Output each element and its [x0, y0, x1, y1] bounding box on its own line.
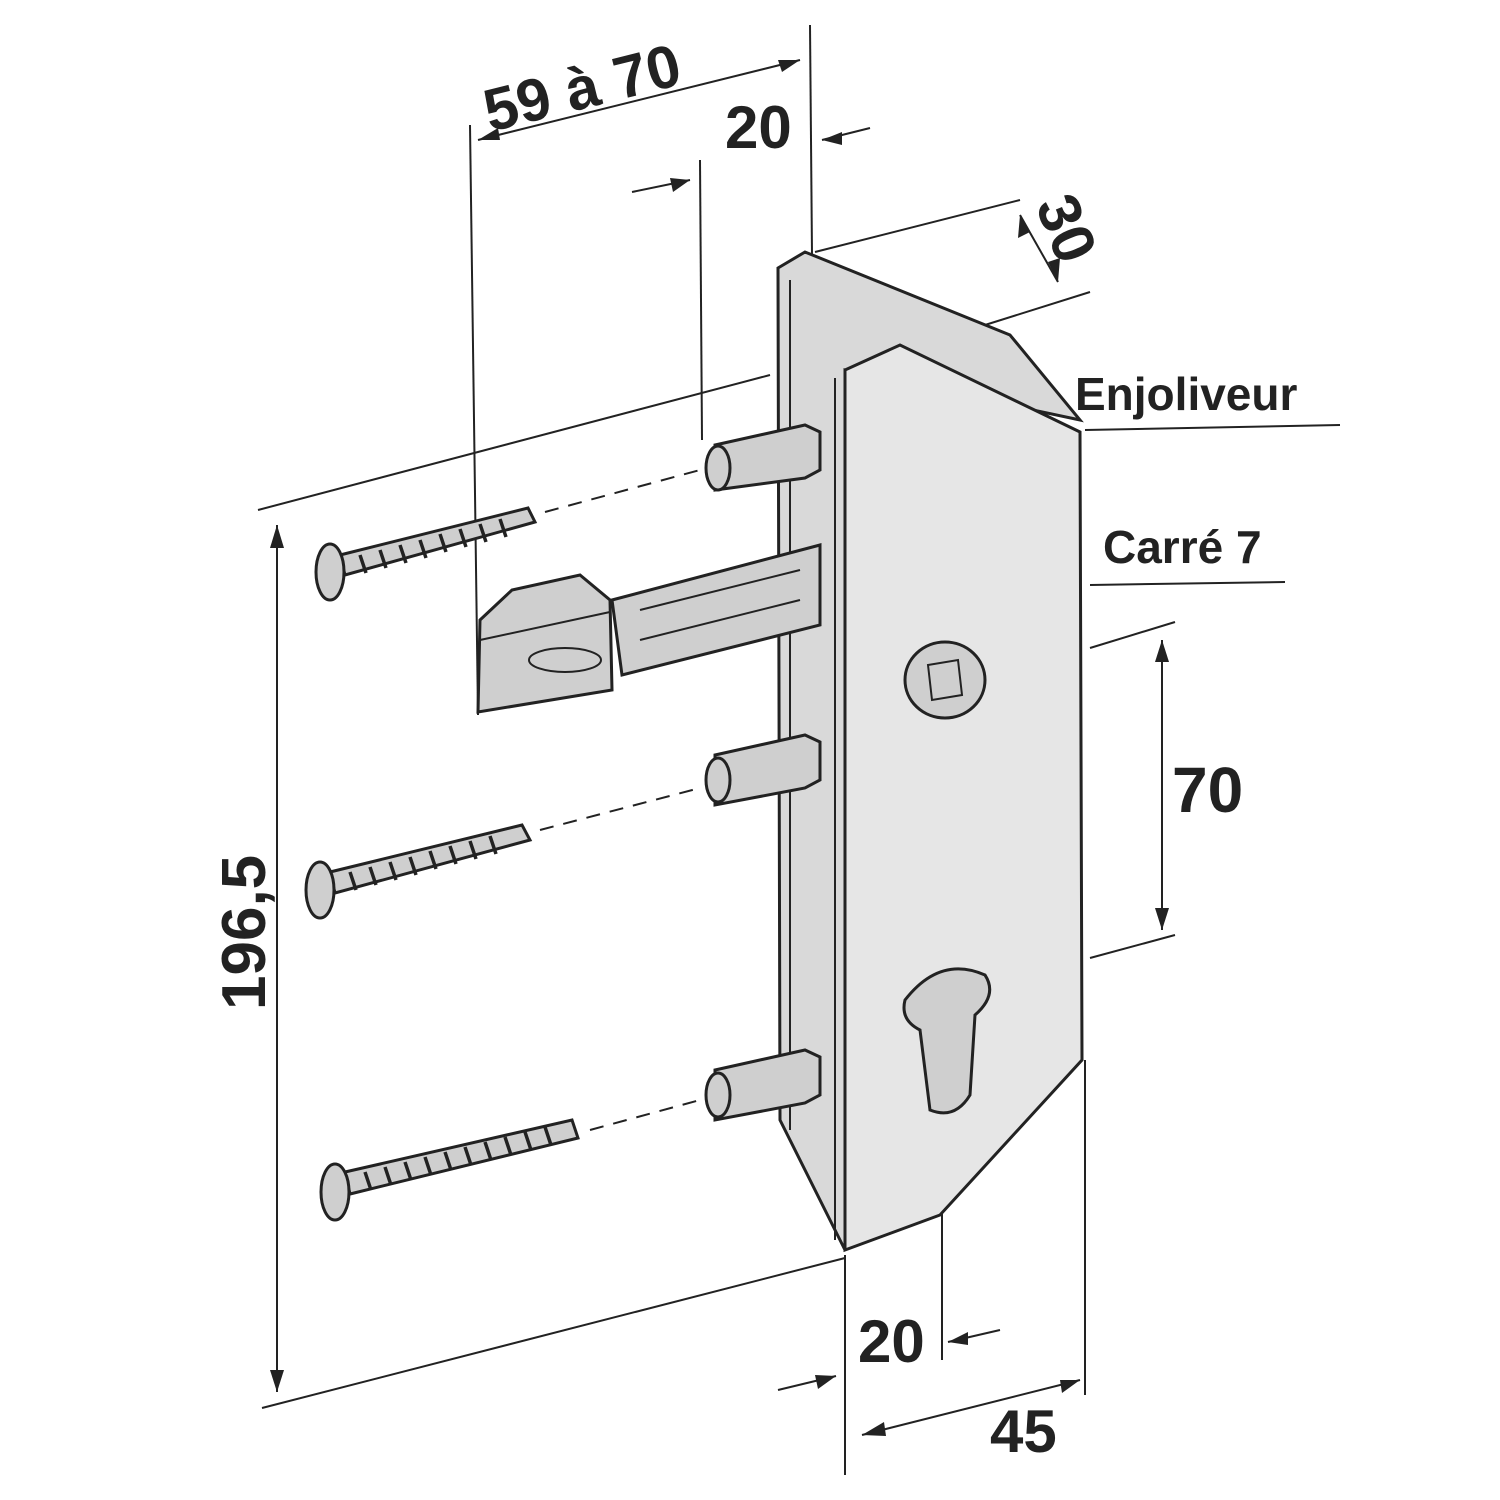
screw-top [314, 469, 701, 602]
screws [304, 469, 701, 1222]
dim-length-range: 59 à 70 [477, 31, 687, 144]
spacer-middle [713, 733, 822, 807]
spacers [704, 423, 822, 1122]
label-trim: Enjoliveur [1075, 368, 1297, 420]
dim-top-offset: 20 [725, 94, 792, 161]
trim-plate [843, 343, 1084, 1253]
dim-depth: 30 [1023, 185, 1110, 272]
screw-bottom [319, 1099, 701, 1222]
label-square: Carré 7 [1103, 521, 1262, 573]
arrowheads [270, 60, 1169, 1436]
dim-bottom-offset: 20 [858, 1308, 925, 1375]
dim-width: 45 [990, 1398, 1057, 1465]
screw-middle [304, 787, 701, 920]
dim-height-total: 196,5 [210, 855, 279, 1010]
cylinder-keyhole [902, 967, 992, 1115]
latch-bolt [476, 543, 822, 714]
dim-spacing: 70 [1172, 754, 1243, 826]
lock-body [776, 250, 1084, 1253]
spacer-bottom [713, 1048, 822, 1122]
square-spindle-hole [903, 640, 987, 720]
